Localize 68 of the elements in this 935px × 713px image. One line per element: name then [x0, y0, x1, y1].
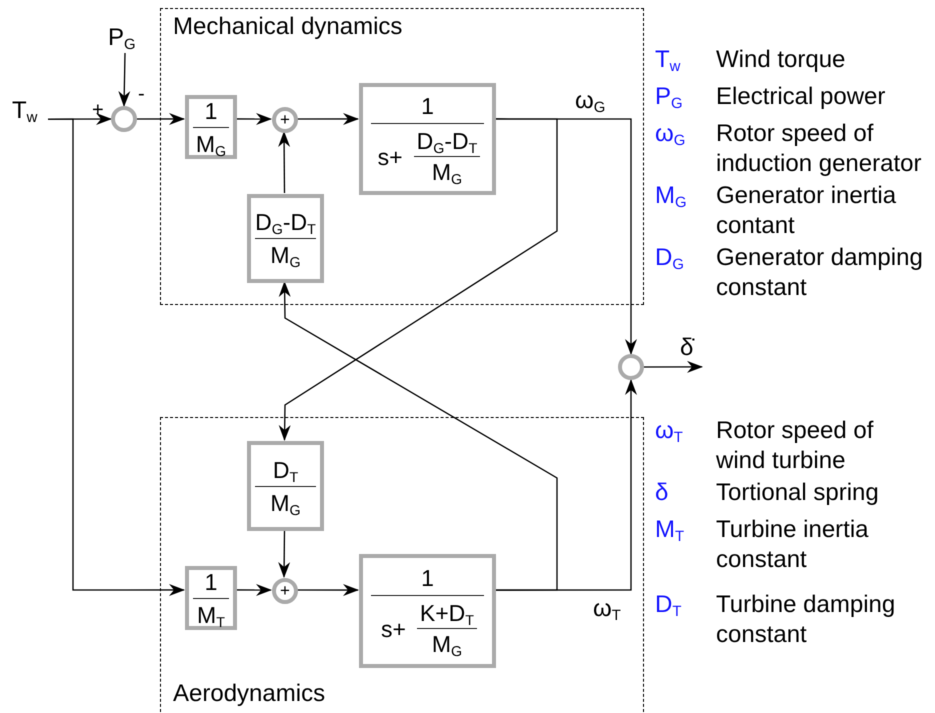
symbol-label: ω$_{T}$: [655, 416, 683, 446]
signal-arrow: [48, 118, 185, 596]
signal-arrow: [297, 112, 359, 125]
block-numerator: 1: [204, 98, 218, 124]
symbol-label: M$_{G}$: [655, 181, 687, 211]
block-numerator: D$_{G}$-D$_{T}$: [254, 209, 317, 235]
symbol-description: Turbine inertia constant: [716, 515, 870, 575]
summing-junction: [111, 106, 137, 132]
transfer-function-block: [185, 95, 237, 159]
frame-title: Aerodynamics: [173, 680, 326, 708]
transfer-function-block: [185, 566, 237, 630]
symbol-description: Rotor speed of induction generator: [716, 119, 922, 179]
signal-arrow: [278, 131, 290, 193]
symbol-description: Generator inertia contant: [716, 181, 898, 241]
sign-label: -: [138, 84, 145, 104]
block-numerator: 1: [420, 565, 435, 591]
symbol-label: D$_{T}$: [655, 590, 682, 620]
transfer-function-block: [359, 554, 496, 668]
transfer-function-block: [359, 83, 496, 195]
plus-sign: +: [280, 582, 290, 599]
block-denominator: M$_{G}$: [430, 159, 464, 185]
block-numerator: D$_{G}$-D$_{T}$: [416, 128, 478, 154]
transfer-function-block: [247, 194, 324, 283]
signal-arrow: [278, 530, 290, 578]
symbol-description: Tortional spring: [716, 478, 880, 508]
frame-title: Mechanical dynamics: [173, 13, 402, 41]
symbol-label: M$_{T}$: [655, 515, 684, 545]
symbol-label: ω$_{G}$: [655, 119, 686, 149]
block-term: s+: [380, 616, 407, 642]
block-denominator: M$_{G}$: [269, 242, 302, 268]
block-denominator: M$_{G}$: [194, 130, 228, 156]
block-numerator: 1: [420, 93, 435, 119]
signal-label: T$_{w}$: [12, 96, 38, 126]
transfer-function-block: [247, 441, 324, 531]
subsystem-frame: [160, 8, 644, 305]
symbol-label: D$_{G}$: [655, 243, 684, 273]
signal-arrow: [278, 118, 558, 441]
signal-arrow: [137, 112, 185, 125]
signal-arrow: [644, 360, 703, 373]
symbol-description: Generator damping constant: [716, 243, 924, 303]
signal-label: P$_{G}$: [108, 23, 136, 53]
plus-sign: +: [280, 111, 290, 128]
block-numerator: 1: [204, 568, 218, 594]
summing-junction: [272, 578, 298, 604]
signal-arrow: [236, 112, 272, 125]
block-denominator: M$_{T}$: [196, 602, 226, 628]
symbol-description: Turbine damping constant: [716, 590, 896, 650]
signal-arrow: [495, 379, 637, 591]
signal-arrow: [236, 584, 272, 596]
symbol-description: Electrical power: [716, 82, 886, 112]
subsystem-frame: [160, 417, 644, 713]
block-denominator: M$_{G}$: [430, 631, 464, 657]
symbol-label: δ: [655, 478, 668, 508]
block-numerator: K+D$_{T}$: [418, 600, 476, 626]
signal-arrow: [278, 281, 558, 591]
sign-label: +: [92, 100, 104, 120]
symbol-label: P$_{G}$: [655, 82, 683, 112]
symbol-description: Rotor speed of wind turbine: [716, 416, 874, 476]
block-denominator: M$_{G}$: [269, 490, 302, 516]
signal-arrow: [297, 584, 359, 596]
summing-junction: [272, 107, 298, 133]
symbol-description: Wind torque: [716, 45, 846, 75]
signal-label: δ̇: [680, 333, 694, 363]
summing-junction: [618, 354, 644, 380]
block-term: s+: [376, 144, 404, 170]
signal-arrow: [118, 52, 130, 107]
block-numerator: D$_{T}$: [272, 456, 300, 482]
symbol-label: T$_{w}$: [655, 45, 680, 75]
